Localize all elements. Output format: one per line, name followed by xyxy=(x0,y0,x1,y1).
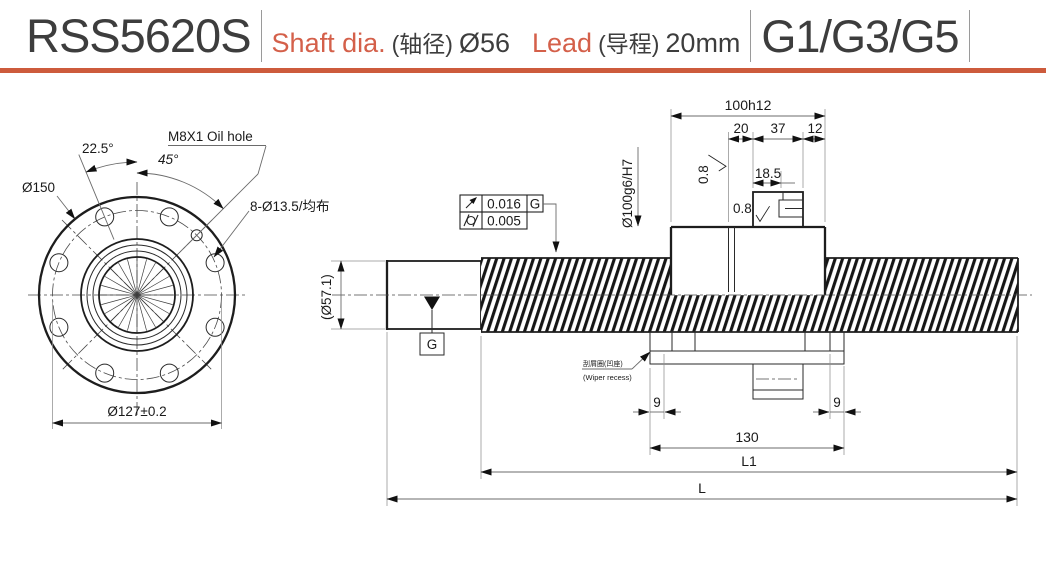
wiper-left xyxy=(649,331,673,352)
roughness-value-1: 0.8 xyxy=(696,165,711,184)
shaft-dia-value: Ø56 xyxy=(458,28,510,58)
wiper-left-dim: 9 xyxy=(653,395,661,410)
header-divider xyxy=(750,9,752,62)
ball-track xyxy=(694,331,806,352)
wiper-right xyxy=(829,331,845,352)
l1-dim: L1 xyxy=(741,453,757,469)
oil-hole-label: M8X1 Oil hole xyxy=(168,129,253,144)
cylindricity-value: 0.005 xyxy=(487,214,521,229)
shaft-circle xyxy=(86,244,188,346)
dim-18-5: 18.5 xyxy=(755,166,781,181)
body-length-dim: 130 xyxy=(735,429,759,445)
flange-lower-tab-section xyxy=(752,389,804,400)
shaft-dia-label: Shaft dia. xyxy=(271,28,386,58)
flange-dimensions xyxy=(52,145,267,429)
nut-flange-section xyxy=(752,191,804,228)
wiper-right-dim: 9 xyxy=(833,395,841,410)
roughness-value-2: 0.8 xyxy=(733,201,752,216)
runout-datum: G xyxy=(530,197,541,212)
bolt-holes-label: 8-Ø13.5/均布 xyxy=(250,199,330,214)
bolt-circle xyxy=(52,210,222,380)
dim-12: 12 xyxy=(807,121,822,136)
outer-dia-label: Ø150 xyxy=(22,180,55,195)
model-number: RSS5620S xyxy=(26,9,252,62)
wiper-note: 刮屑圈(凹座) (Wiper recess) xyxy=(582,351,651,382)
bolt-circle-label: Ø127±0.2 xyxy=(107,404,166,419)
shaft-dia-cn: (轴径) xyxy=(391,31,453,57)
l-dim: L xyxy=(698,480,706,496)
thread-starburst xyxy=(100,258,174,332)
wiper-note-en: (Wiper recess) xyxy=(583,373,632,382)
angle-small-label: 22.5° xyxy=(82,141,114,156)
accent-rule xyxy=(0,68,1046,73)
flange-end-view: Ø150 22.5° 45° M8X1 Oil hole 8-Ø13.5/均布 … xyxy=(22,129,330,429)
tolerance-frames: 0.016 G 0.005 xyxy=(459,194,560,253)
lead-label: Lead xyxy=(532,28,593,58)
circular-runout-icon xyxy=(465,197,477,209)
end-cap-left xyxy=(671,331,696,352)
angle-large-label: 45° xyxy=(158,152,179,167)
accuracy-grades: G1/G3/G5 xyxy=(761,11,959,62)
end-cap-right xyxy=(804,331,831,352)
oil-hole xyxy=(190,229,203,242)
spec-summary: Shaft dia. (轴径) Ø56 Lead (导程) 20mm xyxy=(272,25,741,59)
datum-triangle-icon xyxy=(424,296,440,310)
lead-value: 20mm xyxy=(665,28,741,58)
side-section-view: G 0.016 G 0.005 xyxy=(319,97,1032,506)
shaft-circle xyxy=(92,250,182,340)
spigot-circle xyxy=(80,238,194,352)
flange-lower-tab xyxy=(752,363,804,391)
nut-wall-section xyxy=(649,350,845,365)
nut-lower-section xyxy=(649,331,845,400)
wiper-note-cn: 刮屑圈(凹座) xyxy=(583,359,623,368)
technical-drawing: Ø150 22.5° 45° M8X1 Oil hole 8-Ø13.5/均布 … xyxy=(22,97,1032,506)
cylindricity-icon xyxy=(463,214,479,227)
dim-37: 37 xyxy=(770,121,785,136)
nut-body-face xyxy=(672,256,825,296)
runout-value: 0.016 xyxy=(487,197,521,212)
nut-length-dim: 100h12 xyxy=(725,97,772,113)
datum-g: G xyxy=(419,296,445,356)
root-dia-dim: (Ø57.1) xyxy=(319,274,334,320)
side-dimensions xyxy=(331,109,1018,506)
header-divider xyxy=(968,9,970,62)
bolt-holes xyxy=(49,207,225,383)
nut-dia-dim: Ø100g6/H7 xyxy=(620,159,635,228)
roughness-icon xyxy=(708,154,770,223)
header-divider xyxy=(260,9,262,62)
title-bar: RSS5620S Shaft dia. (轴径) Ø56 Lead (导程) 2… xyxy=(0,0,1046,63)
lead-cn: (导程) xyxy=(598,31,660,57)
dim-20: 20 xyxy=(733,121,748,136)
datum-label: G xyxy=(427,337,438,352)
thread-root-circle xyxy=(98,256,176,334)
